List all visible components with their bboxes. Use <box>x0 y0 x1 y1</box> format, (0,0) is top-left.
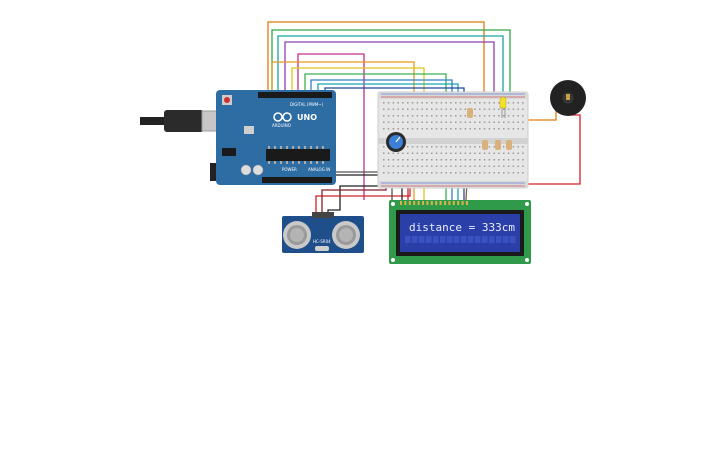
board-model: UNO <box>297 113 317 122</box>
analog-label: ANALOG IN <box>308 167 330 172</box>
resistor-3[interactable] <box>495 140 501 150</box>
sensor-transducer-left <box>283 221 311 249</box>
atmega-chip <box>266 149 330 161</box>
resistors <box>467 96 512 150</box>
resistor-1[interactable] <box>467 108 473 118</box>
breadboard[interactable] <box>377 91 529 189</box>
sensor-label: HC-SR04 <box>313 239 331 244</box>
arduino-uno[interactable]: UNO ARDUINO DIGITAL (PWM~) POWER ANALOG … <box>140 90 336 185</box>
buzzer[interactable] <box>550 80 586 116</box>
digital-header-label: DIGITAL (PWM~) <box>290 102 324 107</box>
lcd-display[interactable]: distance = 333cm <box>389 200 531 264</box>
resistor-2[interactable] <box>482 140 488 150</box>
wire-teal-top[interactable] <box>277 35 504 100</box>
board-brand: ARDUINO <box>272 123 291 128</box>
ultrasonic-sensor[interactable]: HC-SR04 <box>282 212 364 253</box>
wire-green-top[interactable] <box>271 29 511 110</box>
led-yellow[interactable] <box>499 96 507 109</box>
lcd-pins <box>400 201 468 205</box>
wire-magenta-mid[interactable] <box>297 53 365 200</box>
sensor-transducer-right <box>332 221 360 249</box>
power-label: POWER <box>282 167 297 172</box>
lcd-screen <box>400 214 520 252</box>
lcd-text-line: distance = 333cm <box>409 221 515 234</box>
resistor-4[interactable] <box>506 140 512 150</box>
lcd-grid <box>405 236 516 243</box>
breadboard-holes <box>383 102 524 174</box>
usb-cable <box>140 117 170 125</box>
potentiometer[interactable] <box>386 132 406 152</box>
wire-purple-top[interactable] <box>284 41 495 108</box>
wire-orange-top[interactable] <box>267 21 485 140</box>
arduino-logo <box>273 112 292 122</box>
